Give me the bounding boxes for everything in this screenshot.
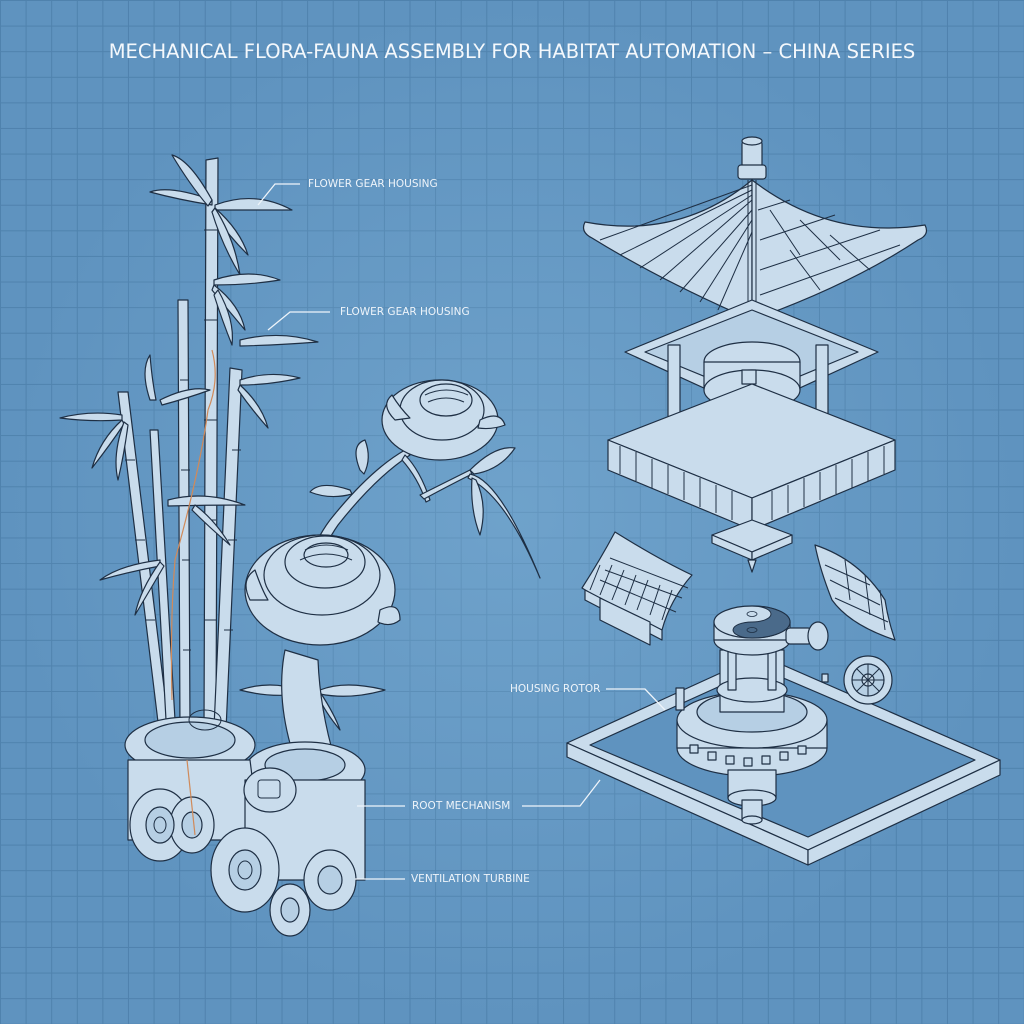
diagram-title: MECHANICAL FLORA-FAUNA ASSEMBLY FOR HABI… [108, 40, 916, 63]
roof-panel-right [814, 544, 896, 641]
bamboo-illustration [59, 154, 319, 731]
label-ventilation-turbine: VENTILATION TURBINE [411, 873, 530, 885]
leader-flower-gear-housing-2 [267, 311, 330, 331]
label-root-mechanism: ROOT MECHANISM [412, 800, 511, 812]
leader-root-mechanism-right [522, 779, 601, 807]
pagoda-roof-illustration [582, 136, 928, 329]
roof-panel-left [581, 531, 693, 646]
pagoda-tower-illustration [607, 299, 896, 573]
label-housing-rotor: HOUSING ROTOR [510, 683, 601, 695]
peony-illustration [239, 379, 541, 761]
rotor-assembly [675, 605, 893, 825]
leader-lines [257, 183, 666, 880]
label-flower-gear-housing-1: FLOWER GEAR HOUSING [308, 178, 438, 190]
gear-base-illustration [124, 709, 366, 937]
label-flower-gear-housing-2: FLOWER GEAR HOUSING [340, 306, 470, 318]
leader-flower-gear-housing-1 [257, 183, 300, 206]
leader-housing-rotor [606, 688, 666, 711]
